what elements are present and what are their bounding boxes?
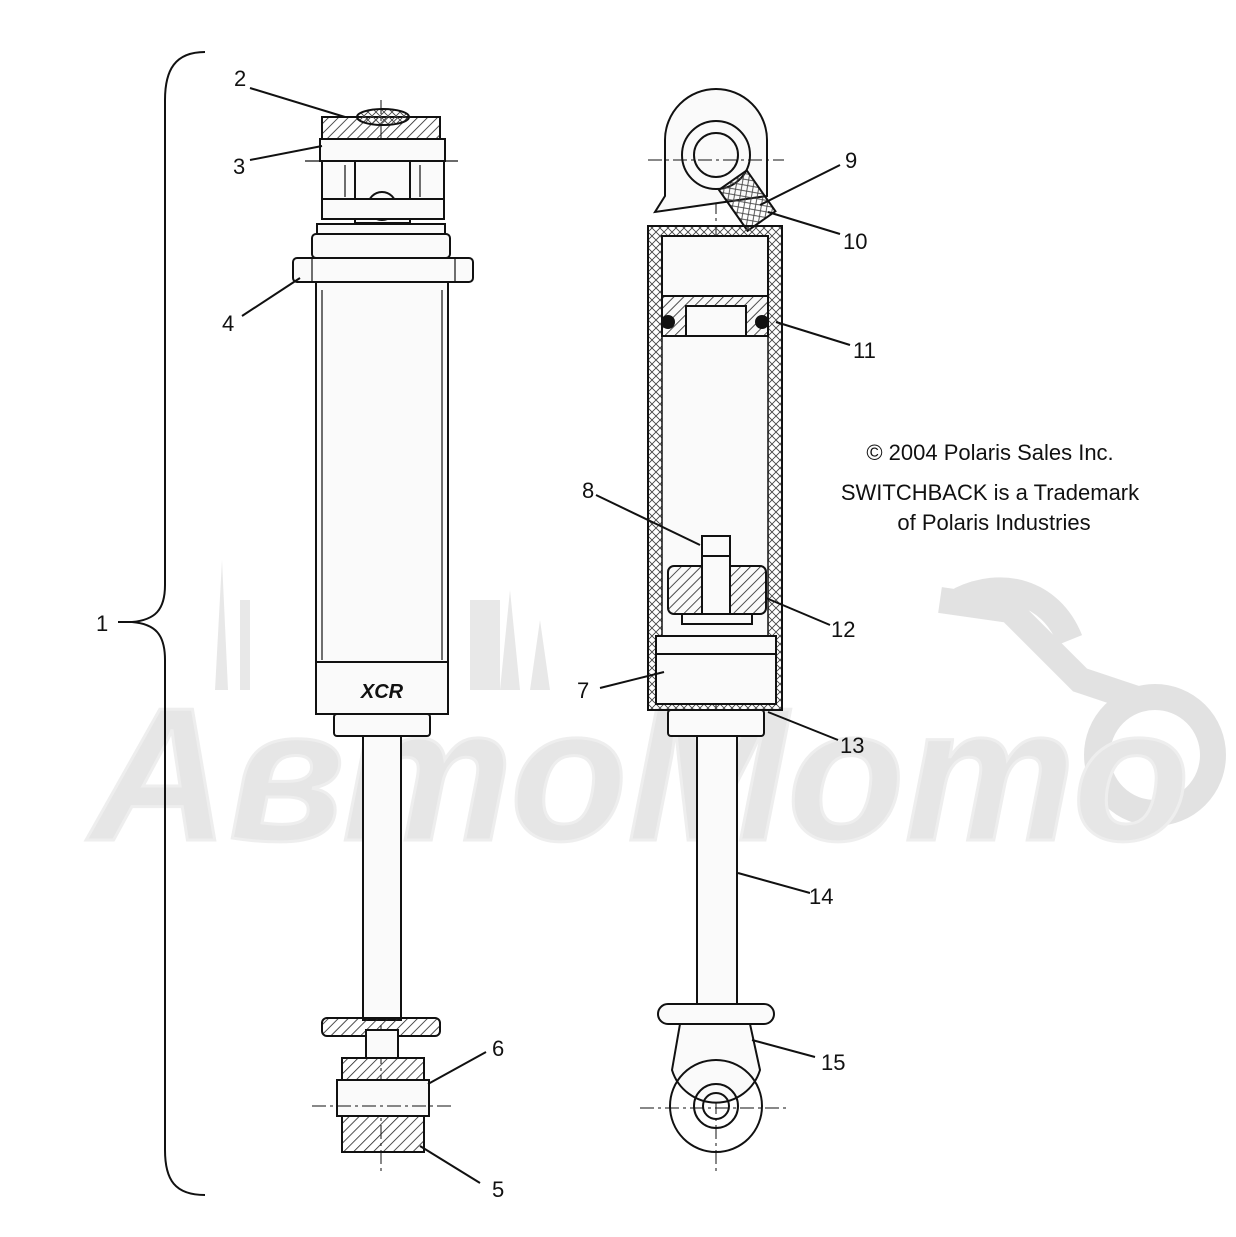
callout-10: 10 [843, 229, 867, 254]
leader-9 [759, 164, 841, 206]
copyright-notes: © 2004 Polaris Sales Inc. SWITCHBACK is … [841, 440, 1140, 535]
trademark-text-line1: SWITCHBACK is a Trademark [841, 480, 1140, 505]
copyright-text: © 2004 Polaris Sales Inc. [866, 440, 1113, 465]
leader-8 [595, 494, 701, 546]
callout-5: 5 [492, 1177, 504, 1202]
leader-10 [767, 211, 841, 235]
callout-7: 7 [577, 678, 589, 703]
leader-2 [249, 87, 346, 118]
assembly-brace [131, 51, 206, 1196]
callout-14: 14 [809, 884, 833, 909]
callout-12: 12 [831, 617, 855, 642]
callout-4: 4 [222, 311, 234, 336]
callout-8: 8 [582, 478, 594, 503]
watermark-logo: АвтоМото [84, 470, 1226, 883]
leader-3 [249, 145, 323, 161]
leader-14 [737, 872, 811, 894]
callout-labels: 1 2 3 4 5 6 7 8 9 10 11 12 13 14 15 [96, 66, 876, 1202]
leader-15 [751, 1039, 816, 1058]
callout-3: 3 [233, 154, 245, 179]
leader-11 [775, 321, 851, 346]
left-shock-assembly: XCR [292, 100, 474, 1175]
leader-5 [419, 1145, 481, 1184]
leader-13 [767, 711, 839, 741]
leader-4 [241, 277, 301, 317]
svg-text:XCR: XCR [360, 681, 404, 703]
callout-15: 15 [821, 1050, 845, 1075]
watermark-motorcycle [938, 577, 1226, 826]
leader-lines [241, 87, 851, 1184]
leader-6 [427, 1051, 487, 1085]
callout-2: 2 [234, 66, 246, 91]
callout-11: 11 [853, 338, 876, 363]
callout-1: 1 [96, 611, 108, 636]
callout-13: 13 [840, 733, 864, 758]
watermark-text: АвтоМото [86, 669, 1190, 881]
leader-12 [765, 597, 831, 626]
right-shock-section [640, 88, 790, 1175]
callout-6: 6 [492, 1036, 504, 1061]
trademark-text-line2: of Polaris Industries [897, 510, 1090, 535]
leader-7 [599, 671, 665, 689]
callout-9: 9 [845, 148, 857, 173]
